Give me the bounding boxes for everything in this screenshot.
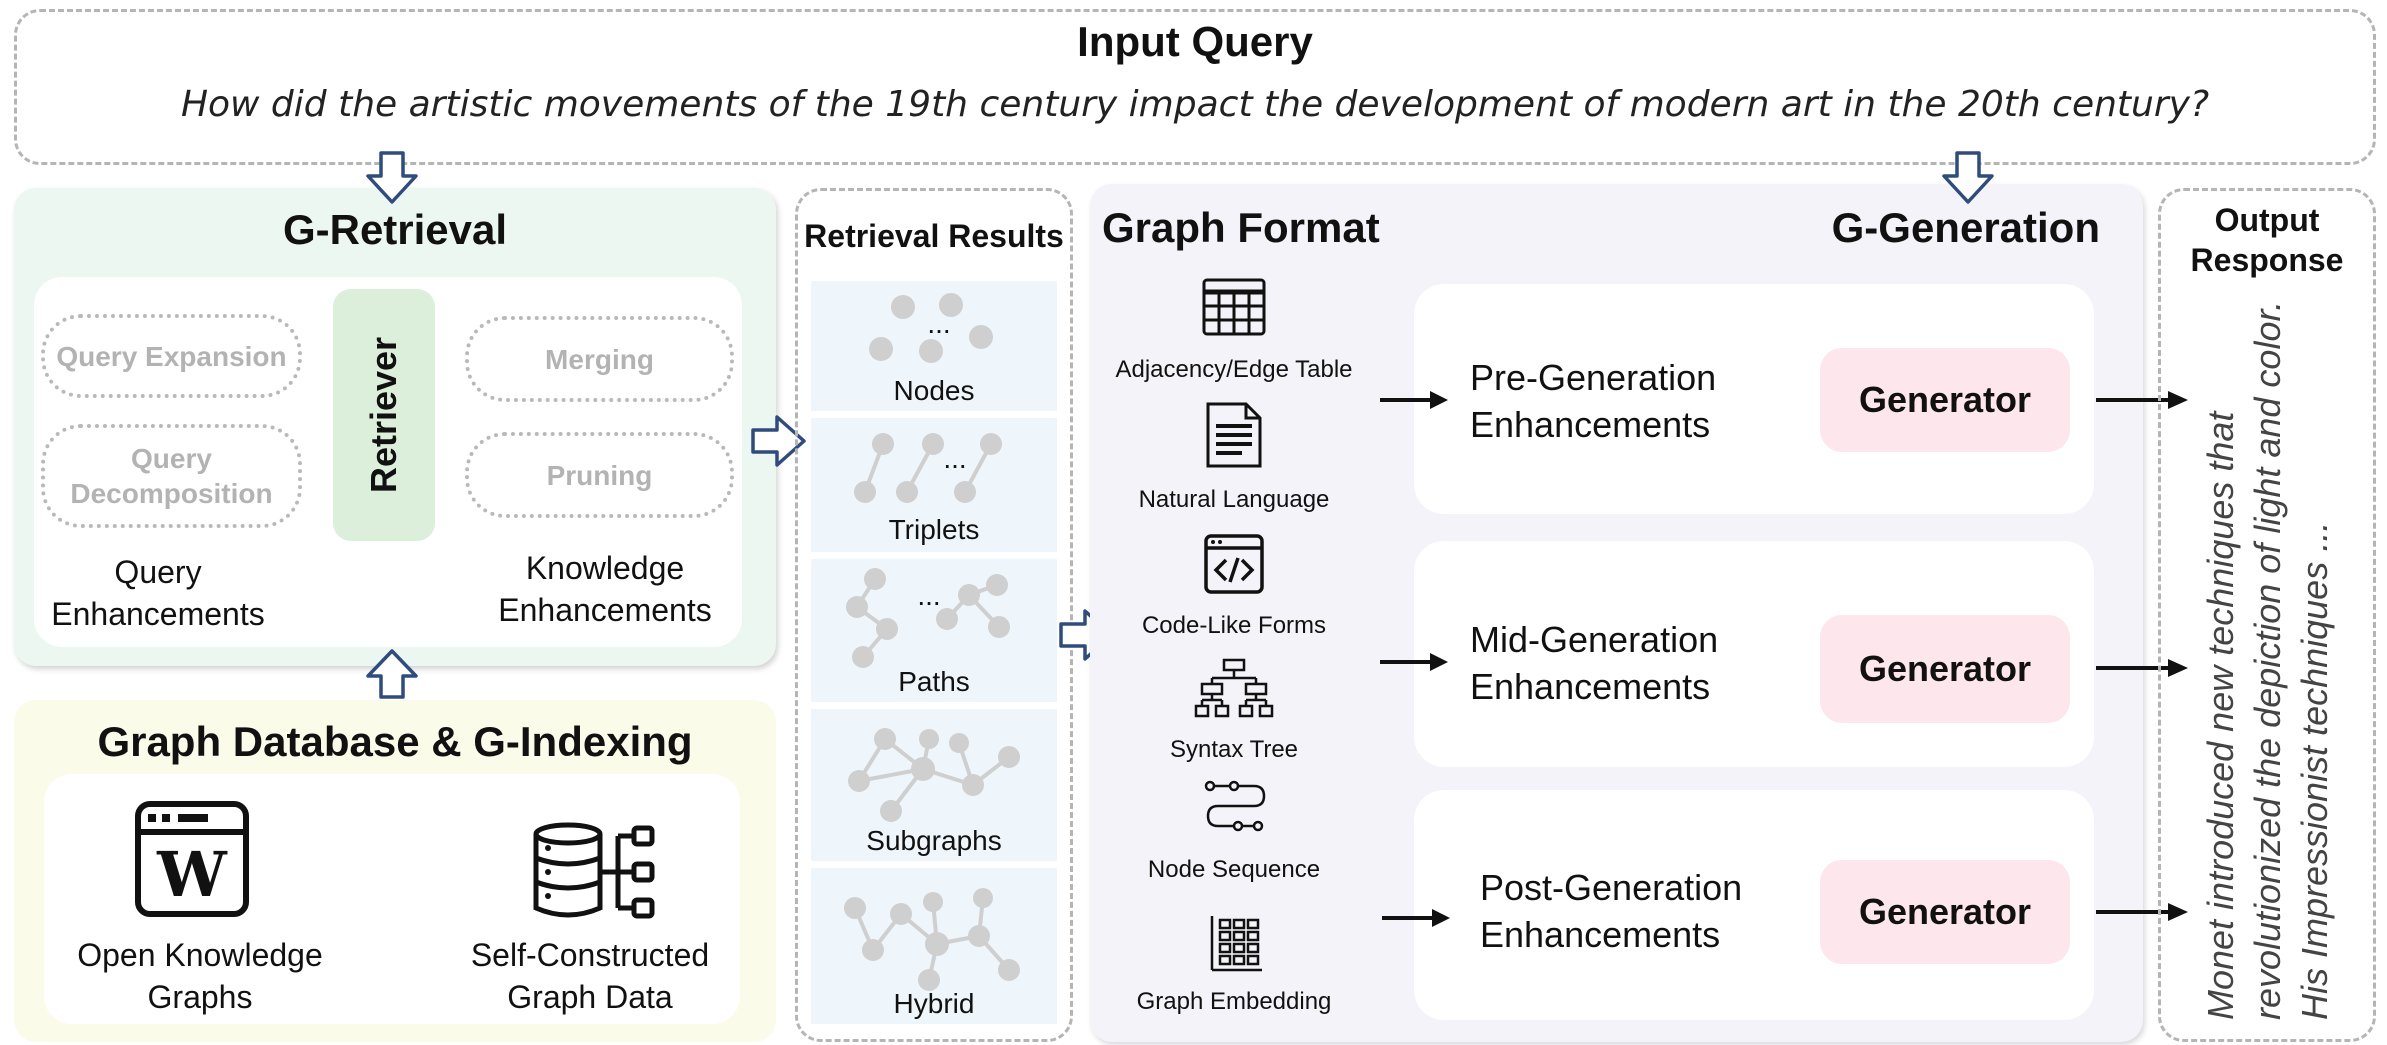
graph-format-title: Graph Format [1102, 204, 1380, 251]
self-constructed-label: Self-Constructed Graph Data [470, 937, 710, 1015]
format-natural-language-label: Natural Language [1138, 486, 1330, 513]
arrow-icon [2096, 903, 2188, 921]
result-nodes: ... Nodes [811, 281, 1057, 411]
query-expansion-pill: Query Expansion [41, 314, 302, 398]
triplets-ellipsis: ... [943, 443, 966, 474]
query-enhancements-label: Query Enhancements [51, 554, 265, 632]
result-label-subgraphs: Subgraphs [866, 825, 1002, 856]
arrow-icon [1380, 653, 1448, 671]
input-query-text: How did the artistic movements of the 19… [180, 83, 2210, 125]
g-retrieval-title: G-Retrieval [282, 206, 508, 253]
open-knowledge-graphs-label: Open Knowledge Graphs [77, 937, 323, 1015]
retrieval-results-box [795, 188, 1073, 1042]
format-adjacency-label: Adjacency/Edge Table [1115, 356, 1353, 383]
pre-generation-label: Pre-Generation Enhancements [1470, 357, 1717, 445]
result-label-triplets: Triplets [888, 514, 980, 545]
pruning-pill: Pruning [465, 432, 734, 518]
input-query-box [14, 9, 2376, 165]
format-code-like-label: Code-Like Forms [1141, 612, 1327, 639]
generator-post: Generator [1820, 860, 2070, 964]
result-subgraphs: Subgraphs [811, 709, 1057, 861]
retriever-box: Retriever [333, 289, 435, 541]
node-sequence-icon [1204, 780, 1266, 832]
graph-embedding-icon [1210, 916, 1262, 972]
hybrid-graph-icon [844, 888, 1020, 991]
retriever-label: Retriever [363, 336, 404, 494]
result-label-hybrid: Hybrid [893, 988, 975, 1019]
triplets-graph-icon: ... [854, 433, 1002, 503]
right-arrow-icon [751, 415, 806, 467]
mid-generation-label: Mid-Generation Enhancements [1470, 619, 1719, 707]
generator-pre: Generator [1820, 348, 2070, 452]
nodes-graph-icon: ... [869, 293, 993, 363]
query-decomposition-pill: Query Decomposition [41, 424, 302, 528]
database-icon [533, 822, 655, 919]
input-query-title: Input Query [1077, 18, 1313, 65]
down-arrow-icon [366, 151, 418, 204]
output-response-title: Output Response [2190, 202, 2344, 278]
output-response-box [2158, 188, 2376, 1042]
g-generation-title: G-Generation [1831, 204, 2100, 251]
subgraphs-graph-icon [848, 728, 1020, 822]
table-icon [1202, 278, 1266, 336]
wikipedia-icon: W [135, 801, 249, 917]
generator-mid: Generator [1820, 615, 2070, 723]
format-graph-embedding-label: Graph Embedding [1136, 988, 1332, 1015]
arrow-icon [2096, 659, 2188, 677]
nodes-ellipsis: ... [927, 308, 950, 339]
syntax-tree-icon [1194, 658, 1274, 718]
wiki-letter: W [156, 838, 228, 911]
document-icon [1206, 402, 1262, 468]
result-hybrid: Hybrid [811, 868, 1057, 1024]
arrow-icon [1382, 909, 1450, 927]
output-response-text-wrap: Monet introduced new techniques that rev… [2183, 300, 2353, 1020]
result-label-paths: Paths [898, 666, 970, 697]
code-icon [1204, 534, 1264, 594]
knowledge-enhancements-label: Knowledge Enhancements [498, 550, 712, 628]
paths-graph-icon: ... [846, 568, 1010, 668]
merging-pill: Merging [465, 316, 734, 402]
output-response-text: Monet introduced new techniques that rev… [2199, 300, 2335, 1020]
paths-ellipsis: ... [917, 580, 940, 611]
arrow-icon [1380, 391, 1448, 409]
result-paths: ... Paths [811, 559, 1057, 702]
up-arrow-icon [366, 649, 418, 699]
retrieval-results-title: Retrieval Results [804, 218, 1064, 254]
result-label-nodes: Nodes [893, 375, 975, 406]
arrow-icon [2096, 391, 2188, 409]
graph-database-title: Graph Database & G-Indexing [97, 718, 693, 765]
format-syntax-tree-label: Syntax Tree [1169, 736, 1299, 763]
down-arrow-icon [1942, 151, 1994, 204]
post-generation-label: Post-Generation Enhancements [1480, 867, 1743, 955]
result-triplets: ... Triplets [811, 418, 1057, 552]
format-node-sequence-label: Node Sequence [1147, 856, 1321, 883]
